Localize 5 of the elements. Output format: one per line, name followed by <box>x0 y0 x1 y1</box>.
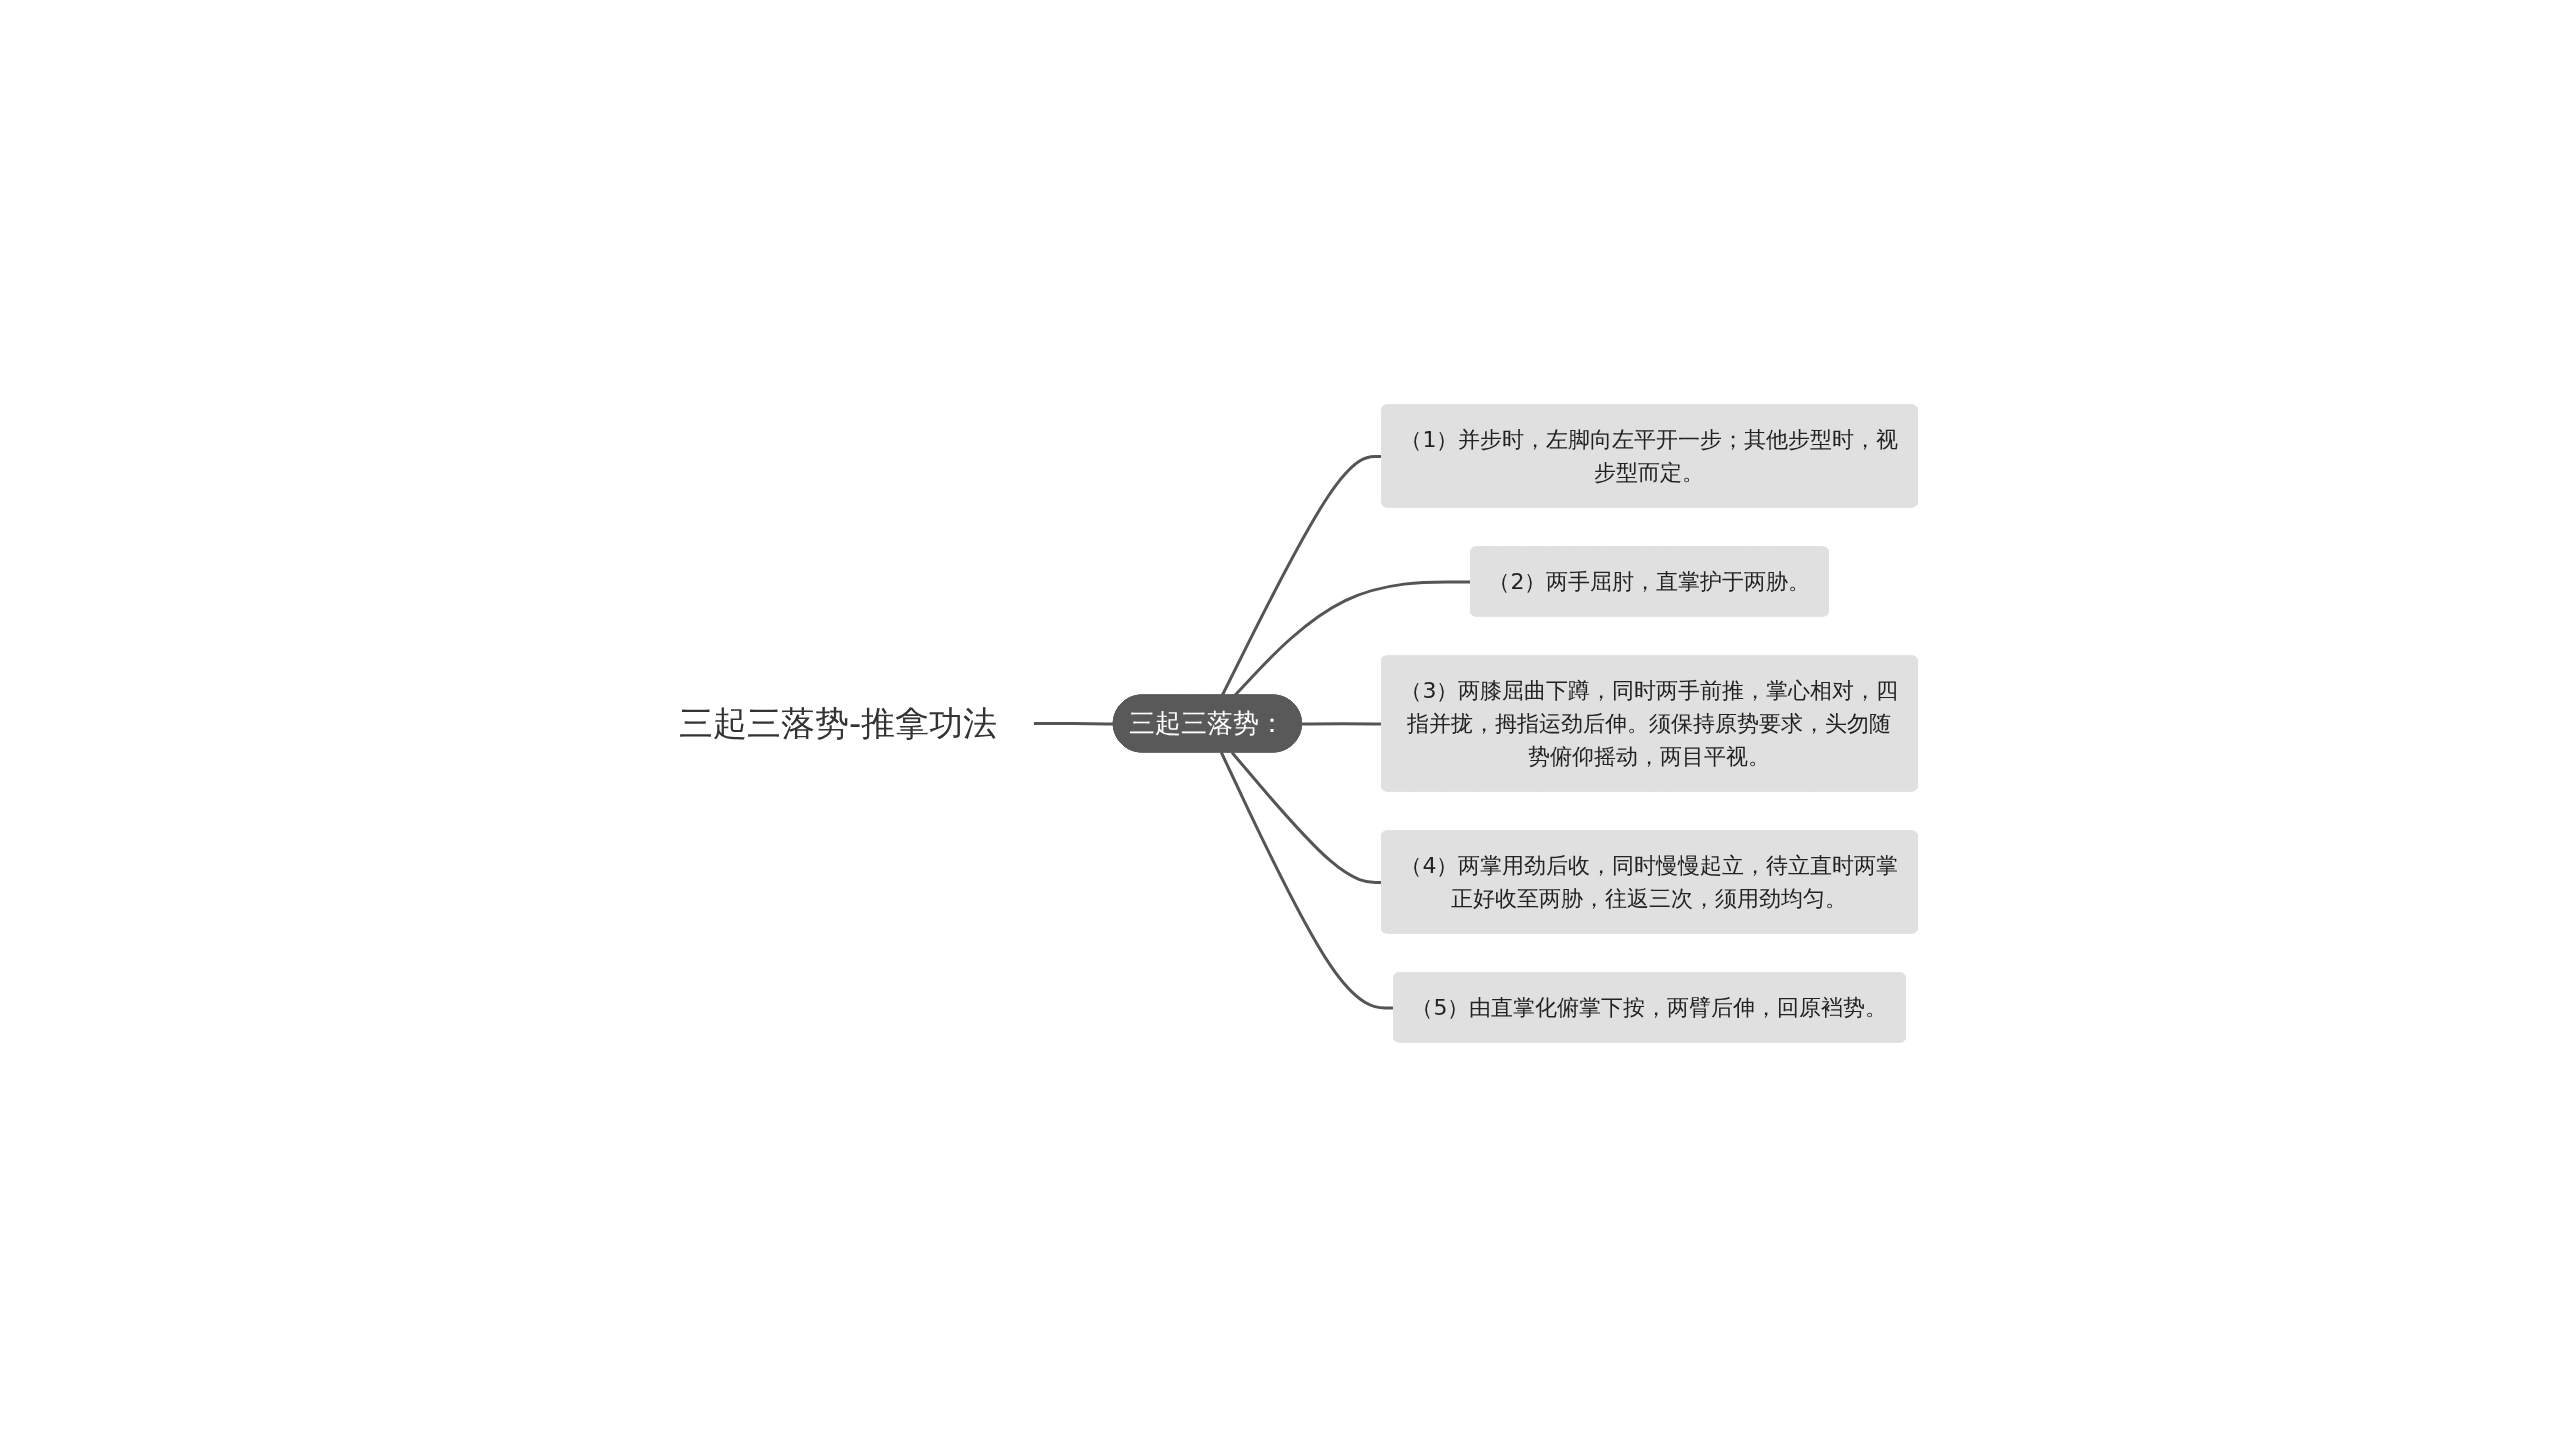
connector <box>1033 722 1114 726</box>
connector <box>1230 751 1382 884</box>
connector <box>1301 722 1382 726</box>
connector <box>1219 751 1394 1010</box>
node-text: 三起三落势-推拿功法 <box>678 702 998 743</box>
